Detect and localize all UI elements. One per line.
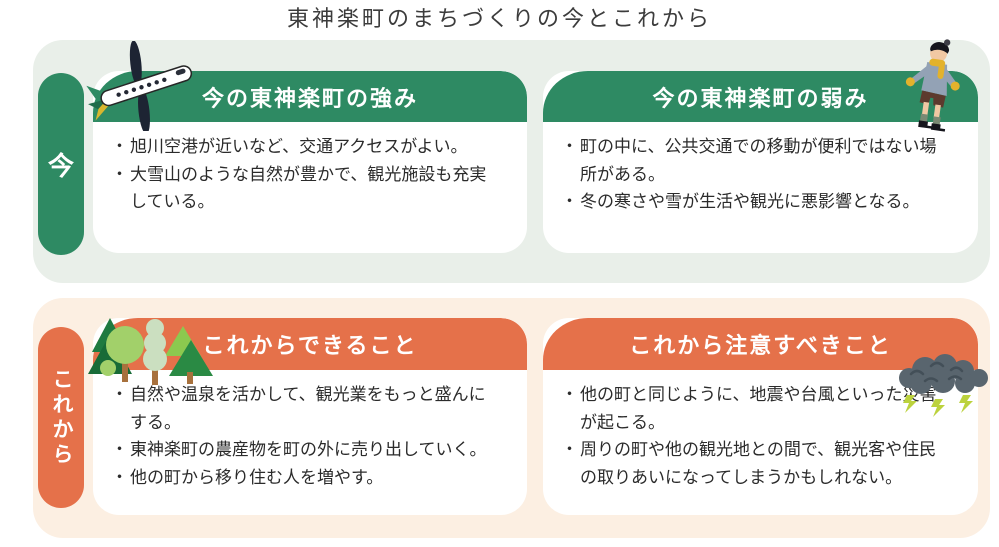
list-item: 自然や温泉を活かして、観光業をもっと盛んにする。 [111, 381, 494, 436]
card-weaknesses-bullets: 町の中に、公共交通での移動が便利ではない場所がある。 冬の寒さや雪が生活や観光に… [561, 133, 945, 216]
section-label-future: これから [38, 327, 84, 508]
card-threats: これから注意すべきこと 他の町と同じように、地震や台風といった災害が起こる。 周… [543, 318, 978, 515]
card-weaknesses-title: 今の東神楽町の弱み [652, 85, 869, 111]
list-item: 東神楽町の農産物を町の外に売り出していく。 [111, 436, 494, 464]
page-title: 東神楽町のまちづくりの今とこれから [286, 6, 712, 31]
card-threats-body: 他の町と同じように、地震や台風といった災害が起こる。 周りの町や他の観光地との間… [543, 370, 978, 491]
list-item: 他の町から移り住む人を増やす。 [111, 464, 494, 492]
section-label-now: 今 [38, 73, 84, 255]
card-opportunities: これからできること 自然や温泉を活かして、観光業をもっと盛んにする。 東神楽町の… [93, 318, 527, 515]
card-weaknesses-body: 町の中に、公共交通での移動が便利ではない場所がある。 冬の寒さや雪が生活や観光に… [543, 122, 978, 216]
card-weaknesses-header: 今の東神楽町の弱み [543, 71, 978, 122]
card-weaknesses: 今の東神楽町の弱み 町の中に、公共交通での移動が便利ではない場所がある。 冬の寒… [543, 71, 978, 253]
card-strengths-title: 今の東神楽町の強み [201, 85, 418, 111]
card-strengths-body: 旭川空港が近いなど、交通アクセスがよい。 大雪山のような自然が豊かで、観光施設も… [93, 122, 527, 216]
card-strengths-header: 今の東神楽町の強み [93, 71, 527, 122]
card-threats-bullets: 他の町と同じように、地震や台風といった災害が起こる。 周りの町や他の観光地との間… [561, 381, 945, 491]
section-label-future-text: これから [50, 367, 73, 468]
card-opportunities-bullets: 自然や温泉を活かして、観光業をもっと盛んにする。 東神楽町の農産物を町の外に売り… [111, 381, 494, 491]
card-opportunities-title: これからできること [202, 333, 418, 358]
list-item: 周りの町や他の観光地との間で、観光客や住民の取りあいになってしまうかもしれない。 [561, 436, 945, 491]
card-threats-header: これから注意すべきこと [543, 318, 978, 370]
section-label-now-text: 今 [47, 150, 74, 181]
list-item: 冬の寒さや雪が生活や観光に悪影響となる。 [561, 188, 945, 216]
list-item: 大雪山のような自然が豊かで、観光施設も充実している。 [111, 161, 494, 216]
card-opportunities-body: 自然や温泉を活かして、観光業をもっと盛んにする。 東神楽町の農産物を町の外に売り… [93, 370, 527, 491]
card-strengths: 今の東神楽町の強み 旭川空港が近いなど、交通アクセスがよい。 大雪山のような自然… [93, 71, 527, 253]
list-item: 他の町と同じように、地震や台風といった災害が起こる。 [561, 381, 945, 436]
list-item: 旭川空港が近いなど、交通アクセスがよい。 [111, 133, 494, 161]
card-threats-title: これから注意すべきこと [629, 333, 892, 358]
card-strengths-bullets: 旭川空港が近いなど、交通アクセスがよい。 大雪山のような自然が豊かで、観光施設も… [111, 133, 494, 216]
card-opportunities-header: これからできること [93, 318, 527, 370]
list-item: 町の中に、公共交通での移動が便利ではない場所がある。 [561, 133, 945, 188]
